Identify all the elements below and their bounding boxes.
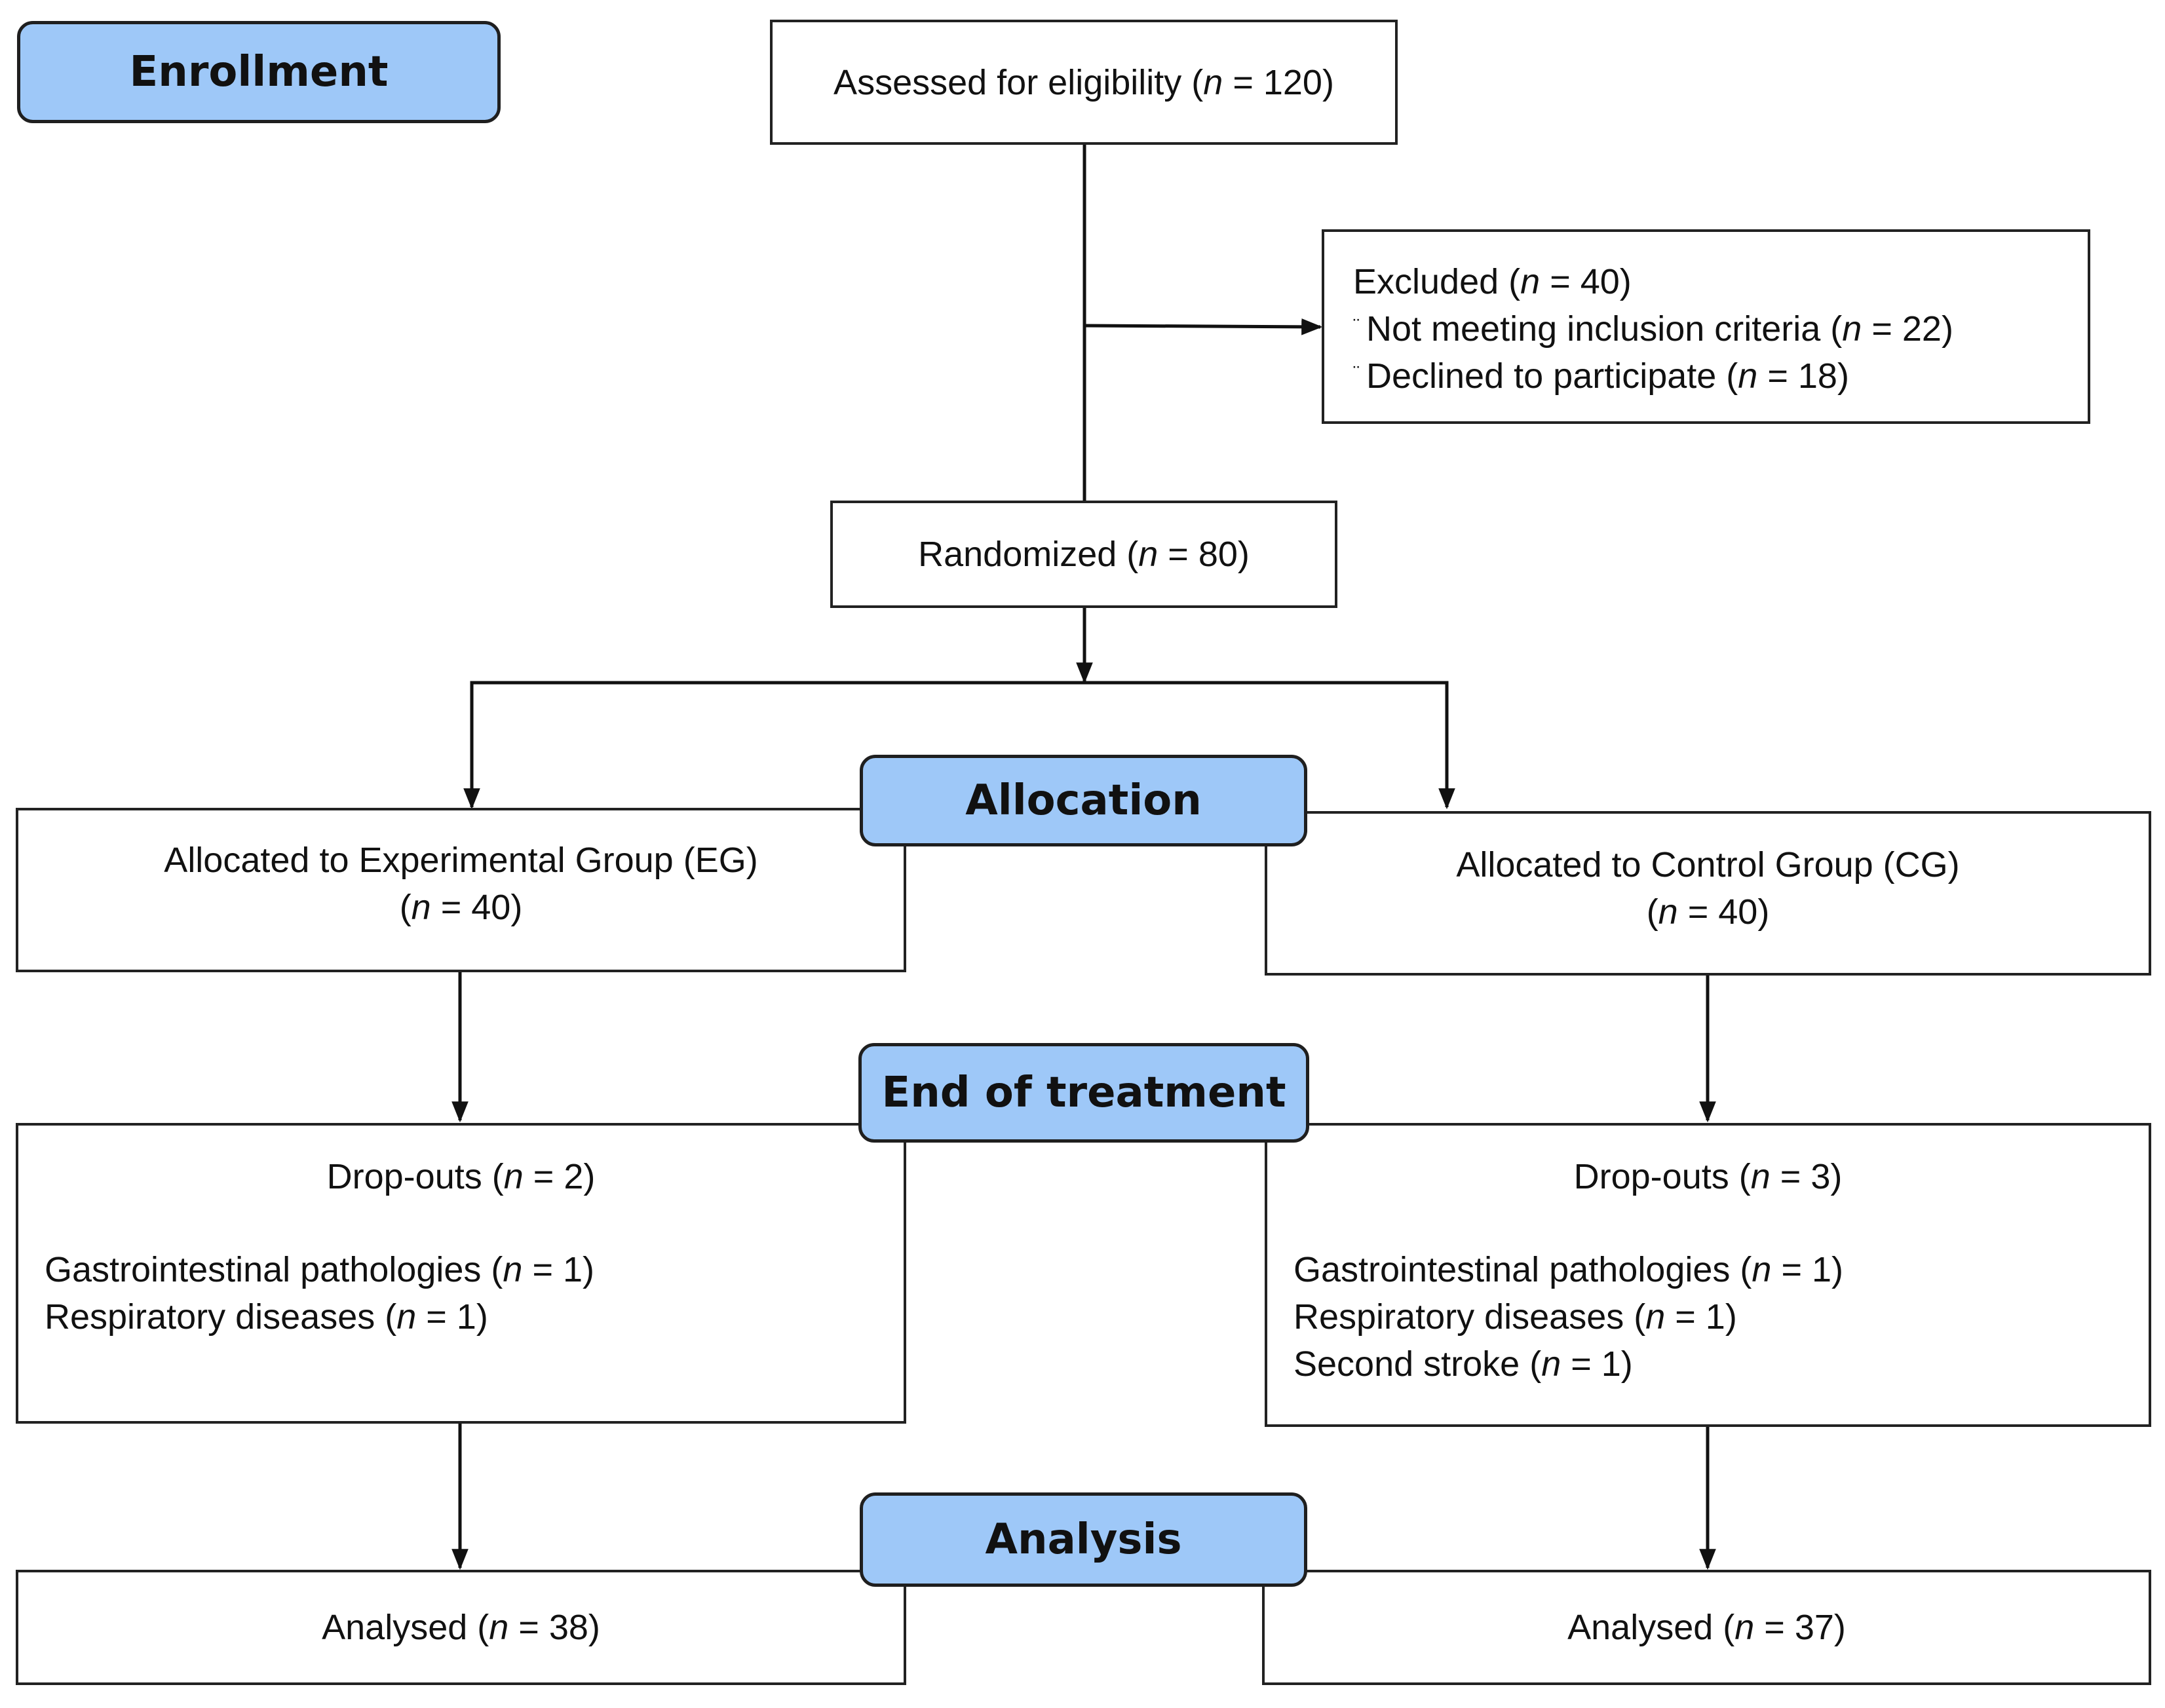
dropouts-eg-box: Drop-outs (n = 2) Gastrointestinal patho… — [16, 1123, 906, 1424]
analysed-eg-box: Analysed (n = 38) — [16, 1570, 906, 1685]
stage-end-of-treatment-label: End of treatment — [881, 1069, 1286, 1117]
allocated-eg-n: (n = 40) — [399, 888, 523, 927]
dropouts-cg-item: Respiratory diseases (n = 1) — [1293, 1297, 1737, 1337]
allocated-eg-label: Allocated to Experimental Group (EG) — [164, 841, 758, 880]
stage-end-of-treatment: End of treatment — [858, 1043, 1309, 1143]
excluded-title: Excluded (n = 40) — [1353, 262, 1632, 301]
analysed-eg-text: Analysed (n = 38) — [322, 1608, 600, 1647]
allocated-eg-box: Allocated to Experimental Group (EG) (n … — [16, 808, 906, 972]
dropouts-cg-item: Gastrointestinal pathologies (n = 1) — [1293, 1250, 1843, 1289]
dropouts-eg-item: Respiratory diseases (n = 1) — [45, 1297, 488, 1337]
bullet-icon: ¨ — [1353, 362, 1360, 384]
excluded-item: ¨Declined to participate (n = 18) — [1353, 356, 1849, 396]
connector-to-excluded — [1084, 318, 1323, 335]
dropouts-cg-title: Drop-outs (n = 3) — [1573, 1157, 1843, 1196]
analysed-cg-box: Analysed (n = 37) — [1262, 1570, 2151, 1685]
assessed-text: Assessed for eligibility (n = 120) — [833, 62, 1334, 102]
stage-enrollment: Enrollment — [17, 21, 501, 123]
stage-analysis-label: Analysis — [985, 1515, 1182, 1564]
connector-split — [470, 681, 1449, 806]
allocated-cg-box: Allocated to Control Group (CG) (n = 40) — [1265, 811, 2151, 976]
stage-enrollment-label: Enrollment — [129, 48, 389, 96]
analysed-cg-text: Analysed (n = 37) — [1567, 1608, 1846, 1647]
bullet-icon: ¨ — [1353, 315, 1360, 337]
stage-allocation: Allocation — [860, 755, 1307, 846]
stage-analysis: Analysis — [860, 1492, 1307, 1587]
dropouts-cg-box: Drop-outs (n = 3) Gastrointestinal patho… — [1265, 1123, 2151, 1427]
randomized-box: Randomized (n = 80) — [830, 501, 1337, 608]
excluded-item: ¨Not meeting inclusion criteria (n = 22) — [1353, 309, 1953, 349]
dropouts-eg-item: Gastrointestinal pathologies (n = 1) — [45, 1250, 594, 1289]
dropouts-eg-title: Drop-outs (n = 2) — [326, 1157, 596, 1196]
allocated-cg-n: (n = 40) — [1646, 892, 1770, 932]
randomized-text: Randomized (n = 80) — [918, 535, 1250, 574]
excluded-box: Excluded (n = 40) ¨Not meeting inclusion… — [1322, 229, 2090, 424]
dropouts-cg-item: Second stroke (n = 1) — [1293, 1344, 1633, 1384]
assessed-box: Assessed for eligibility (n = 120) — [770, 20, 1398, 145]
allocated-cg-label: Allocated to Control Group (CG) — [1456, 845, 1960, 884]
stage-allocation-label: Allocation — [965, 776, 1202, 825]
